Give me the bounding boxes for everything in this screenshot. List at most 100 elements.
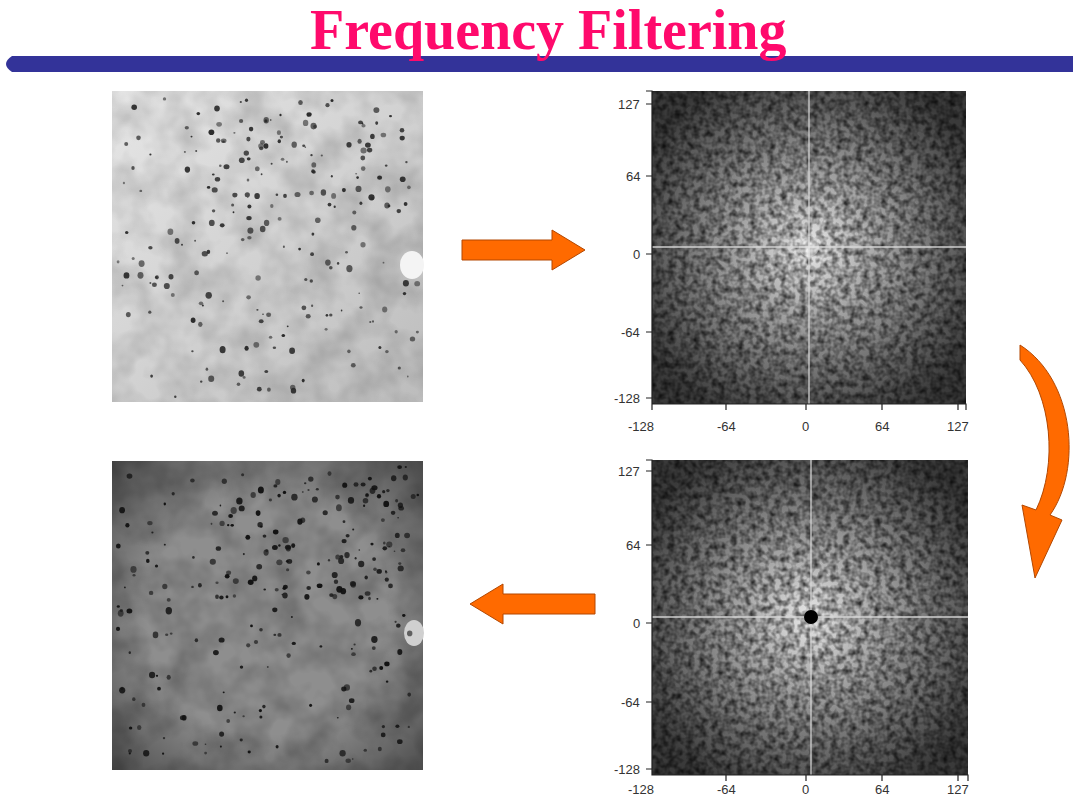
particle-dot — [162, 584, 167, 589]
particle-dot — [407, 185, 411, 189]
particle-dot — [170, 632, 173, 634]
particle-dot — [403, 292, 406, 295]
particle-dot — [359, 306, 362, 309]
particle-dot — [172, 492, 175, 495]
particle-dot — [359, 202, 362, 205]
particle-dot — [276, 559, 282, 565]
particle-dot — [247, 205, 251, 209]
particle-dot — [117, 605, 120, 608]
particle-dot — [263, 535, 267, 538]
particle-dot — [295, 192, 301, 197]
particle-dot — [369, 670, 372, 673]
particle-dot — [360, 156, 365, 161]
particle-dot — [363, 505, 365, 508]
particle-dot — [182, 715, 187, 721]
particle-dot — [403, 280, 409, 287]
particle-dot — [252, 576, 257, 582]
particle-dot — [361, 148, 367, 154]
particle-dot — [373, 107, 379, 113]
particle-dot — [398, 566, 404, 572]
particle-dot — [224, 164, 230, 169]
particle-dot — [239, 119, 243, 123]
particle-dot — [169, 274, 174, 279]
particle-dot — [139, 260, 145, 267]
particle-dot — [291, 616, 293, 618]
particle-dot — [219, 165, 222, 167]
particle-dot — [377, 494, 381, 499]
particle-dot — [205, 744, 207, 746]
particle-dot — [306, 570, 311, 574]
particle-dot — [361, 124, 365, 128]
particle-dot — [408, 726, 410, 728]
particle-dot — [216, 546, 221, 551]
particle-dot — [247, 179, 250, 182]
particle-dot — [165, 633, 168, 636]
particle-dot — [411, 494, 416, 499]
particle-dot — [147, 521, 152, 525]
axis-tick-label: -64 — [621, 326, 640, 339]
particle-dot — [365, 493, 369, 497]
particle-dot — [341, 310, 343, 312]
particle-dot — [212, 209, 215, 212]
particle-dot — [356, 186, 362, 192]
particle-dot — [377, 176, 382, 180]
particle-dot — [119, 687, 125, 693]
particle-dot — [286, 161, 288, 163]
particle-dot — [349, 698, 355, 703]
particle-dot — [398, 562, 401, 565]
particle-dot — [309, 191, 314, 195]
particle-dot — [359, 549, 361, 551]
particle-dot — [241, 238, 245, 241]
particle-dot — [191, 136, 193, 138]
particle-dot — [352, 210, 356, 214]
particle-dot — [198, 583, 202, 587]
particle-dot — [116, 544, 121, 549]
particle-dot — [148, 311, 151, 314]
particle-dot — [358, 121, 363, 125]
particle-dot — [283, 491, 286, 494]
particle-dot — [120, 687, 123, 690]
particle-dot — [215, 177, 220, 182]
particle-dot — [386, 489, 389, 492]
particle-dot — [325, 328, 328, 331]
particle-dot — [191, 318, 196, 323]
particle-dot — [116, 627, 120, 631]
particle-dot — [139, 190, 142, 192]
filtered-image — [112, 461, 424, 770]
particle-dot — [181, 244, 183, 246]
particle-dot — [315, 217, 321, 223]
particle-dot — [407, 693, 411, 697]
particle-dot — [118, 610, 124, 617]
particle-dot — [269, 336, 272, 339]
particle-dot — [174, 396, 176, 399]
particle-dot — [302, 305, 307, 310]
particle-dot — [247, 227, 253, 233]
particle-dot — [163, 737, 165, 739]
particle-dot — [286, 546, 291, 552]
particle-dot — [264, 117, 269, 123]
axis-tick-label: -128 — [628, 783, 654, 796]
particle-dot — [350, 581, 356, 587]
particle-dot — [153, 632, 159, 639]
particle-dot — [325, 759, 329, 763]
particle-dot — [249, 127, 253, 132]
particle-dot — [365, 576, 368, 580]
particle-dot — [358, 293, 360, 294]
particle-dot — [313, 125, 317, 129]
particle-dot — [384, 203, 389, 209]
particle-dot — [290, 385, 295, 390]
particle-dot — [279, 114, 281, 116]
particle-dot — [383, 542, 386, 545]
particle-dot — [400, 128, 405, 133]
particle-dot — [246, 295, 251, 299]
particle-dot — [259, 715, 262, 718]
axis-tick-label: -128 — [628, 420, 654, 433]
particle-dot — [312, 170, 316, 173]
particle-dot — [355, 619, 361, 626]
particle-dot — [137, 725, 141, 730]
particle-dot — [225, 574, 230, 579]
axis-tick-label: 64 — [626, 170, 640, 183]
particle-dot — [416, 331, 419, 334]
particle-dot — [245, 535, 250, 540]
axis-tick-label: 0 — [633, 248, 640, 261]
